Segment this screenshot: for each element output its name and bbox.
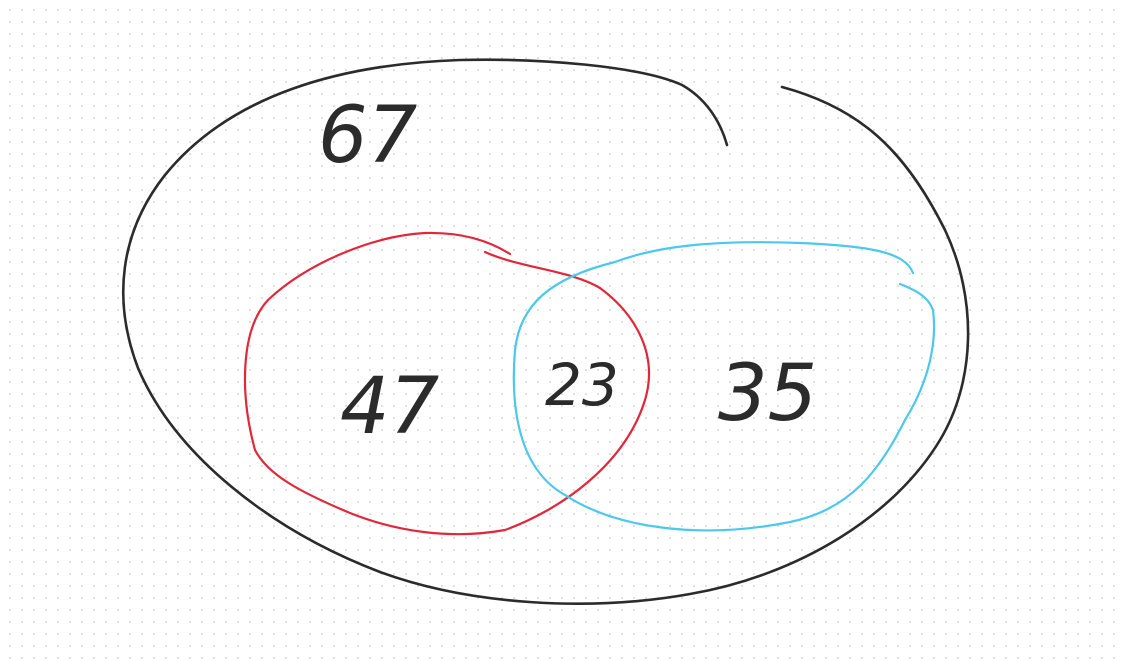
set-a-outline: [243, 231, 651, 536]
universe-outline: [122, 58, 970, 605]
intersection-label: 23: [545, 351, 619, 419]
set-b-outline: [512, 241, 936, 532]
universe-label: 67: [318, 91, 417, 181]
set-a-only-label: 47: [340, 362, 439, 452]
set-b-only-label: 35: [718, 349, 817, 439]
